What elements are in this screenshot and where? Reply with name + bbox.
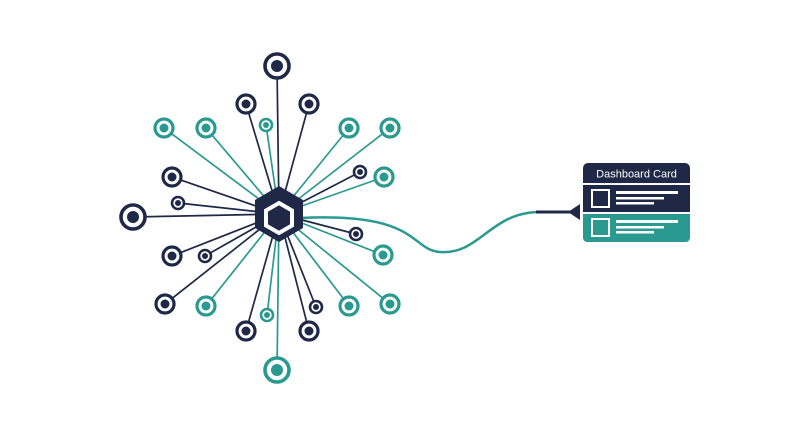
- dashboard-card[interactable]: Dashboard Card: [583, 163, 690, 242]
- card-row-2-line-3: [616, 231, 654, 234]
- card-row-2-line-1: [616, 220, 678, 223]
- node-dot: [201, 301, 211, 311]
- card-title-divider: [583, 183, 690, 185]
- network-node[interactable]: [298, 320, 320, 342]
- network-node[interactable]: [154, 293, 176, 315]
- node-dot: [159, 123, 169, 133]
- square-icon: [591, 218, 610, 237]
- node-dot: [241, 326, 251, 336]
- network-node[interactable]: [161, 245, 183, 267]
- card-row-1-line-3: [616, 202, 654, 205]
- hub-to-card-connector: [299, 210, 566, 254]
- network-node[interactable]: [195, 117, 217, 139]
- node-dot: [304, 326, 314, 336]
- hub-node[interactable]: [255, 186, 303, 242]
- network-node[interactable]: [153, 117, 175, 139]
- card-title: Dashboard Card: [596, 169, 677, 181]
- node-dot: [379, 172, 389, 182]
- network-node[interactable]: [379, 117, 401, 139]
- network-node[interactable]: [338, 117, 360, 139]
- node-dot: [304, 99, 314, 109]
- node-dot: [241, 99, 251, 109]
- node-dot: [160, 299, 170, 309]
- connector-arrow-icon: [568, 204, 580, 220]
- network-node[interactable]: [235, 93, 257, 115]
- network-node[interactable]: [338, 295, 360, 317]
- network-node[interactable]: [259, 307, 275, 323]
- node-dot: [378, 250, 388, 260]
- node-dot: [167, 172, 177, 182]
- node-dot: [357, 169, 363, 175]
- card-row-2-line-2: [616, 226, 664, 229]
- node-dot: [344, 301, 354, 311]
- node-dot: [271, 364, 283, 376]
- network-node[interactable]: [348, 226, 364, 242]
- network-node[interactable]: [352, 164, 368, 180]
- network-node[interactable]: [308, 299, 324, 315]
- card-row-1-line-1: [616, 191, 678, 194]
- card-row-divider: [583, 212, 690, 214]
- network-node[interactable]: [235, 320, 257, 342]
- node-dot: [385, 123, 395, 133]
- network-node[interactable]: [197, 248, 213, 264]
- node-dot: [127, 211, 139, 223]
- network-node[interactable]: [263, 356, 291, 384]
- network-node[interactable]: [373, 166, 395, 188]
- node-dot: [175, 200, 181, 206]
- card-row-1-line-2: [616, 197, 664, 200]
- network-node[interactable]: [170, 195, 186, 211]
- node-dot: [201, 123, 211, 133]
- network-node[interactable]: [119, 203, 147, 231]
- node-dot: [353, 231, 359, 237]
- network-node[interactable]: [263, 52, 291, 80]
- node-dot: [344, 123, 354, 133]
- satellite-nodes: [119, 52, 401, 384]
- node-dot: [264, 312, 270, 318]
- node-dot: [167, 251, 177, 261]
- square-icon: [591, 189, 610, 208]
- node-dot: [202, 253, 208, 259]
- node-dot: [271, 60, 283, 72]
- node-dot: [313, 304, 319, 310]
- network-node[interactable]: [161, 166, 183, 188]
- node-dot: [385, 299, 395, 309]
- node-dot: [263, 122, 269, 128]
- network-node[interactable]: [195, 295, 217, 317]
- network-node[interactable]: [298, 93, 320, 115]
- network-node[interactable]: [372, 244, 394, 266]
- network-node[interactable]: [379, 293, 401, 315]
- network-node[interactable]: [258, 117, 274, 133]
- hexagon-icon: [264, 200, 294, 236]
